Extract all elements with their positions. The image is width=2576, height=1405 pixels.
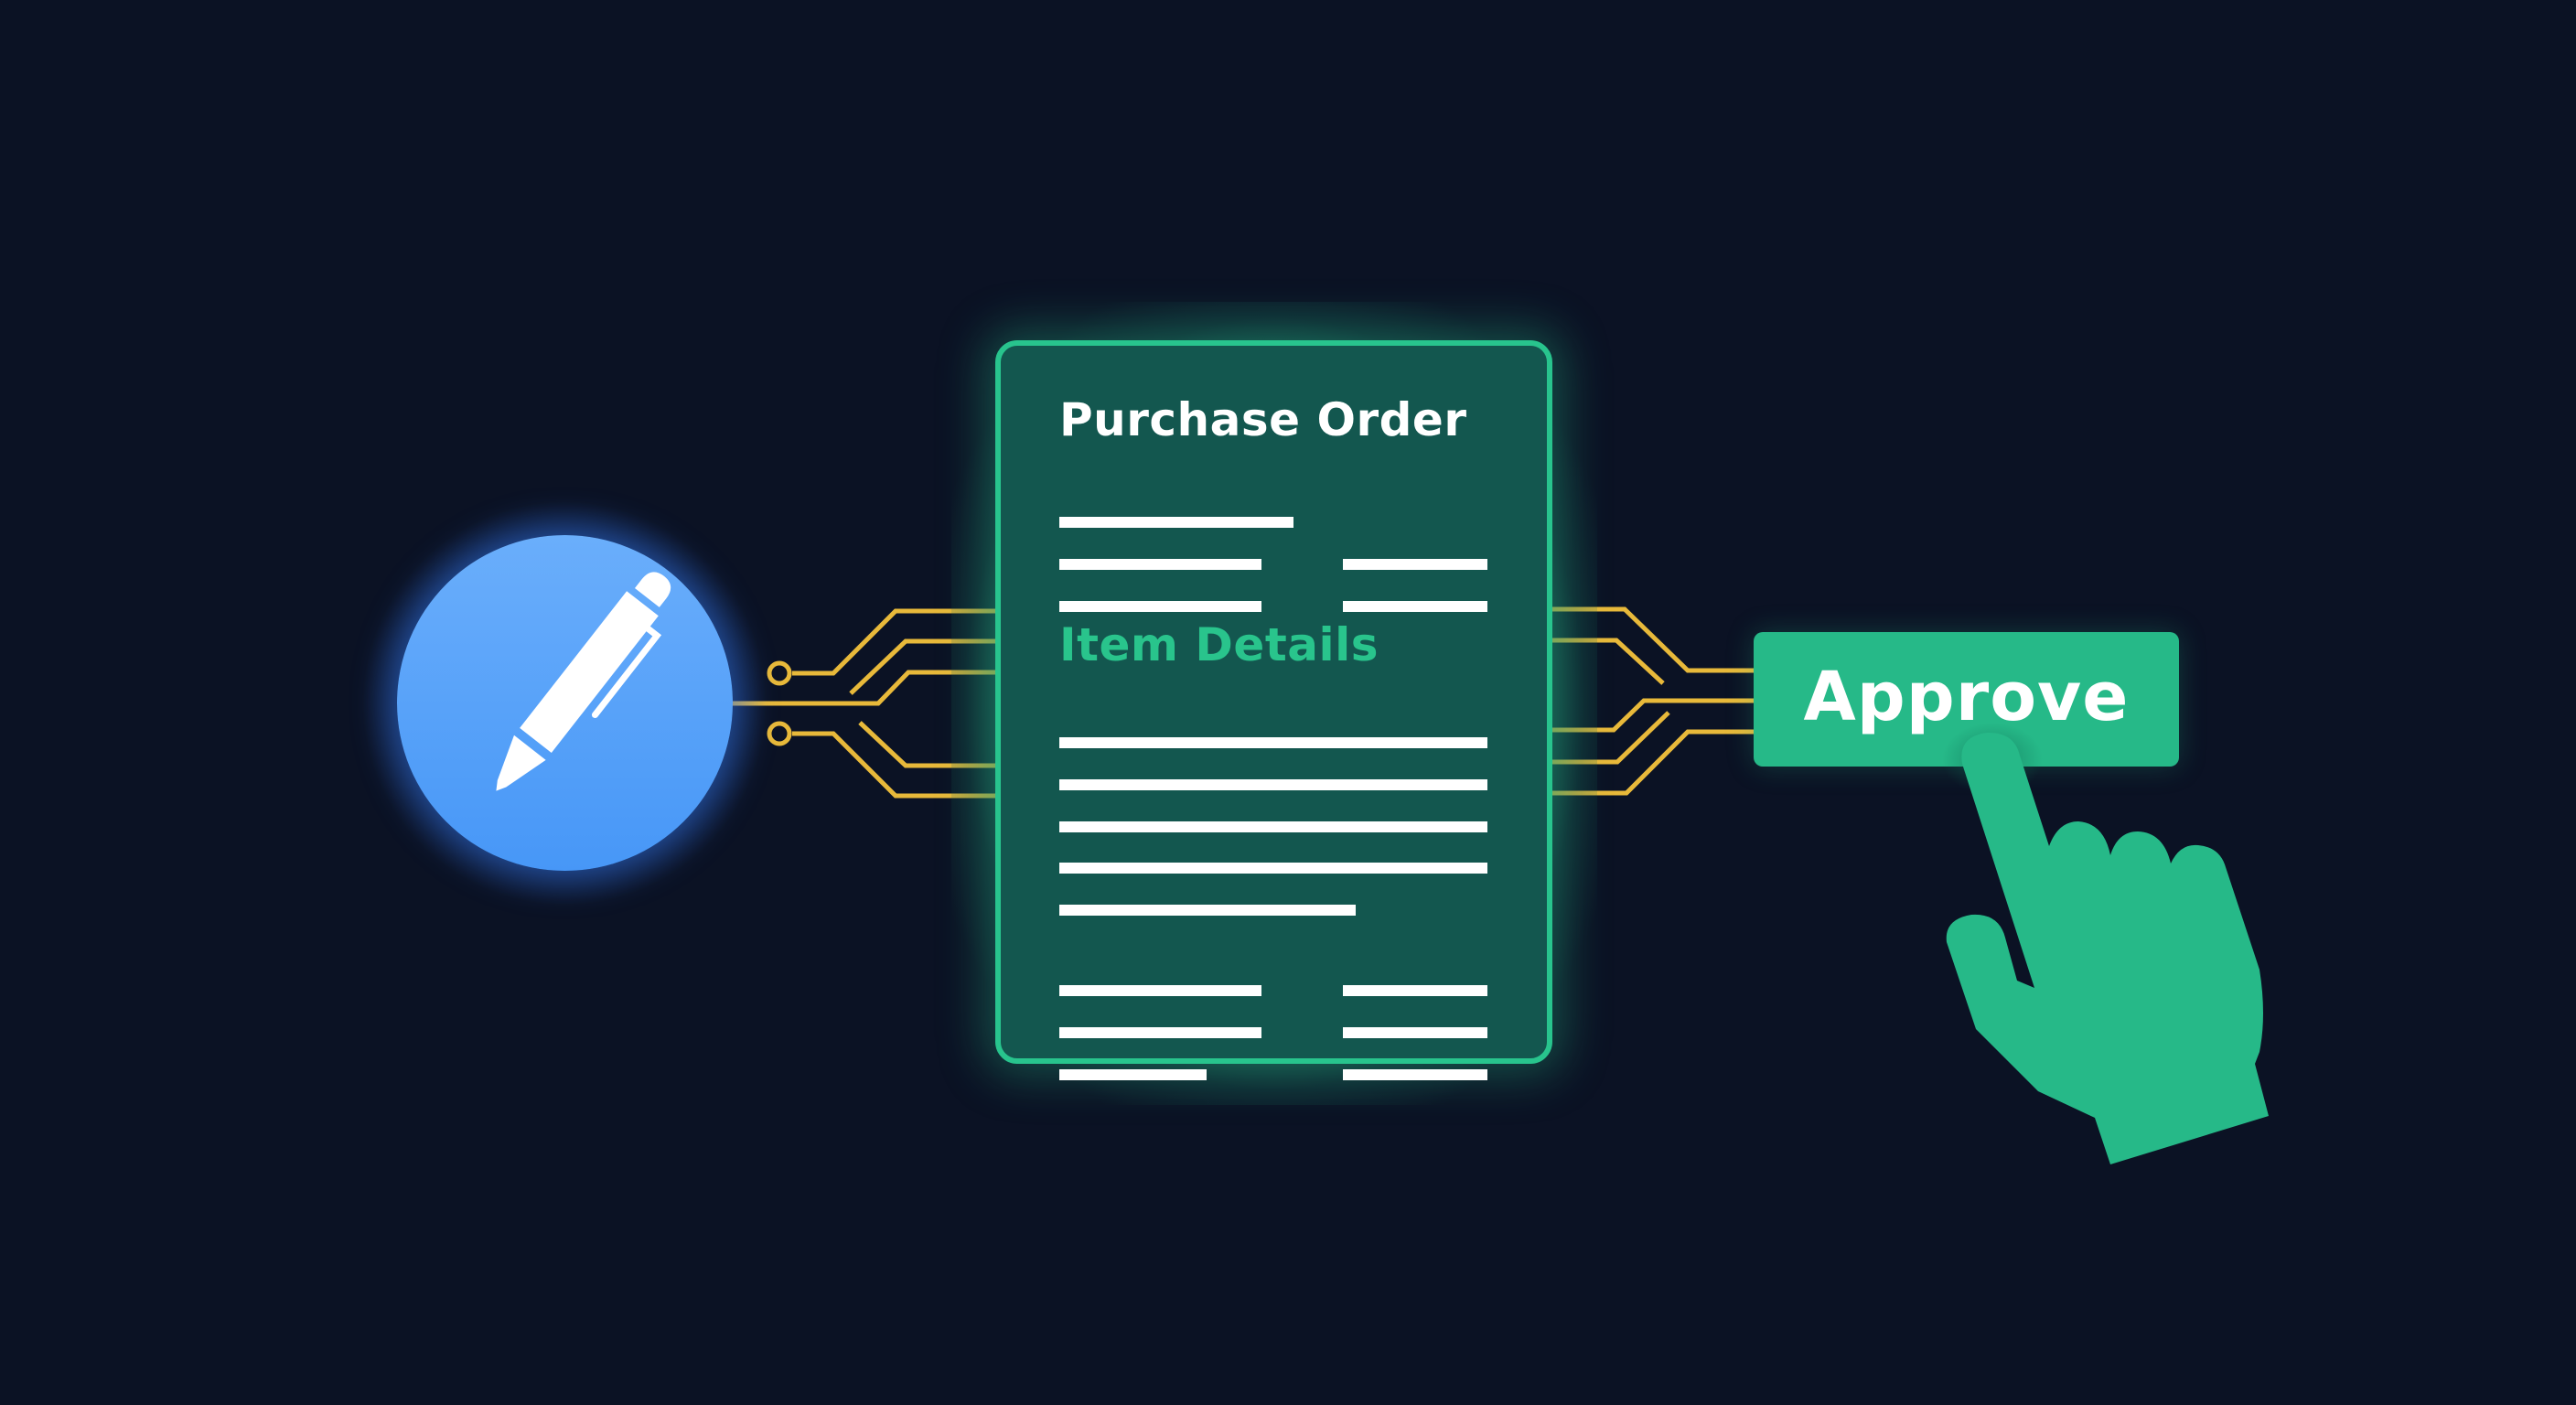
text-line <box>1059 821 1487 832</box>
text-line <box>1059 1069 1207 1080</box>
text-line <box>1059 1027 1261 1038</box>
circuit-line-left-1 <box>792 608 997 676</box>
text-line <box>1059 863 1487 874</box>
circuit-line-left-5 <box>792 731 997 799</box>
card-title: Purchase Order <box>1059 393 1467 446</box>
text-line <box>1059 559 1261 570</box>
circuit-node-left-1 <box>767 660 792 686</box>
approve-button-label: Approve <box>1803 658 2130 736</box>
text-line <box>1059 985 1261 996</box>
purchase-order-card: Purchase Order Item Details <box>995 340 1552 1080</box>
text-line <box>1343 1027 1487 1038</box>
text-line <box>1343 601 1487 612</box>
text-line <box>1059 601 1261 612</box>
section-title: Item Details <box>1059 618 1379 671</box>
text-line <box>1059 517 1293 528</box>
pen-icon <box>496 572 671 791</box>
text-line <box>1343 985 1487 996</box>
circuit-node-left-2 <box>767 721 792 746</box>
text-line <box>1343 559 1487 570</box>
text-line <box>1059 779 1487 790</box>
text-line <box>1059 737 1487 748</box>
pen-node <box>397 535 733 871</box>
text-line <box>1059 905 1356 916</box>
text-line <box>1343 1069 1487 1080</box>
